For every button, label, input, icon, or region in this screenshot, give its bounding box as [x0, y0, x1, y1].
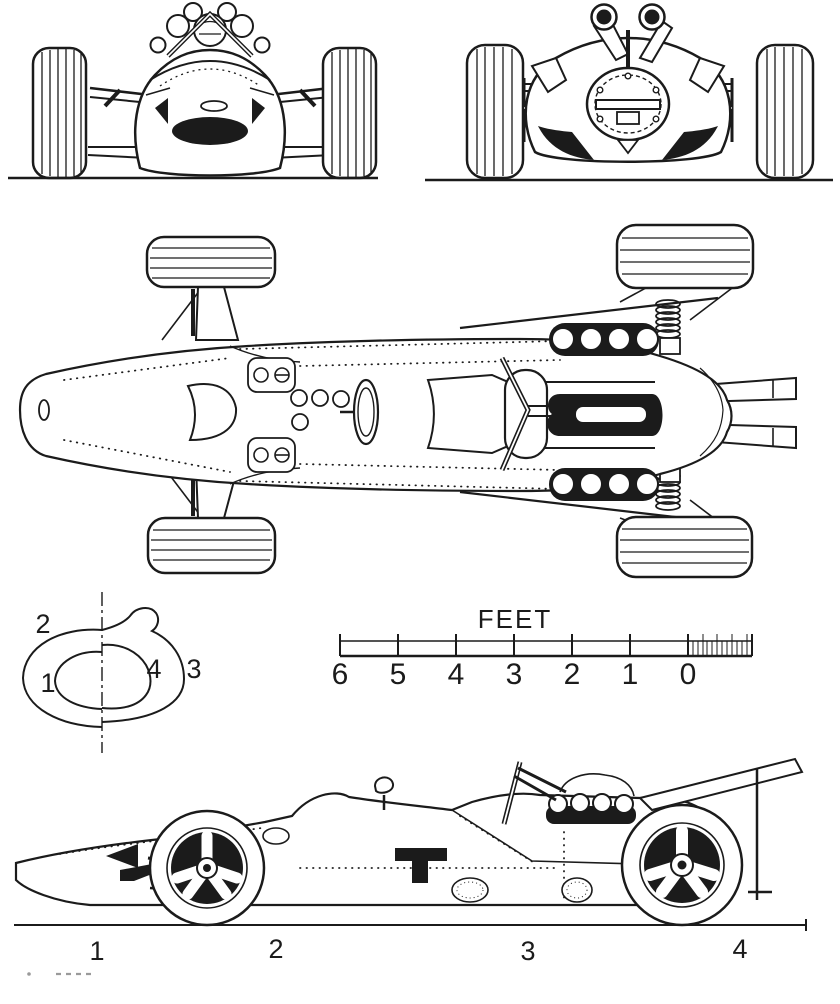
rear-view-drawing	[425, 3, 833, 182]
section-outline-1	[53, 650, 103, 710]
side-mirror	[373, 776, 394, 810]
scale-tick-0: 0	[680, 658, 697, 691]
station-label-2: 2	[268, 934, 283, 964]
scale-tick-labels: 6 5 4 3 2 1 0	[332, 658, 697, 691]
scale-tick-2: 2	[564, 658, 581, 691]
cockpit	[186, 356, 558, 471]
driver-helmet-and-rollbar	[149, 2, 271, 58]
side-front-wheel	[148, 809, 266, 927]
nose-duct	[106, 844, 138, 868]
rear-left-tire	[465, 43, 525, 180]
access-panels	[247, 357, 296, 473]
front-left-tire	[31, 46, 88, 180]
front-right-tire	[321, 46, 378, 180]
section-outline-4	[101, 643, 152, 710]
gearbox	[585, 30, 671, 155]
section-outline-3	[101, 607, 186, 723]
station-label-4: 4	[732, 934, 747, 964]
scale-tick-1: 1	[622, 658, 639, 691]
station-label-1: 1	[89, 936, 104, 966]
side-ground-line	[14, 919, 807, 931]
station-label-3: 3	[520, 936, 535, 966]
side-view-drawing: 1 2 3 4	[14, 757, 807, 976]
feet-scale-bar: FEET 6 5 4 3 2 1 0	[332, 604, 753, 691]
plan-rear-left-wheel	[615, 223, 755, 290]
plan-rear-right-wheel	[615, 515, 754, 579]
scale-ruler	[339, 634, 753, 658]
cross-section-drawing: 1 2 3 4	[21, 592, 202, 753]
section-label-1: 1	[40, 668, 55, 698]
plan-front-right-wheel	[146, 516, 277, 575]
section-label-3: 3	[186, 654, 201, 684]
front-view-drawing	[8, 2, 378, 180]
exhaust-megaphone	[638, 757, 804, 812]
nose-intake-mouth	[172, 117, 248, 145]
side-rear-wheel	[620, 803, 744, 927]
section-outline-2	[21, 628, 103, 728]
seat	[426, 373, 513, 455]
engine-intake-trumpets	[549, 323, 659, 501]
section-label-2: 2	[35, 609, 50, 639]
print-artifact	[27, 972, 92, 976]
scale-tick-6: 6	[332, 658, 349, 691]
plan-front-left-wheel	[145, 235, 277, 289]
rear-right-tire	[755, 43, 815, 180]
station-labels: 1 2 3 4	[89, 934, 747, 966]
front-bodywork	[134, 48, 286, 177]
exhaust-stacks	[590, 3, 674, 64]
exhaust-headers	[545, 381, 663, 449]
side-engine-and-exhaust	[501, 757, 804, 900]
plan-view-drawing	[18, 223, 797, 579]
scale-tick-4: 4	[448, 658, 465, 691]
scale-title: FEET	[478, 604, 552, 634]
scale-tick-3: 3	[506, 658, 523, 691]
section-label-4: 4	[146, 654, 161, 684]
scale-tick-5: 5	[390, 658, 407, 691]
